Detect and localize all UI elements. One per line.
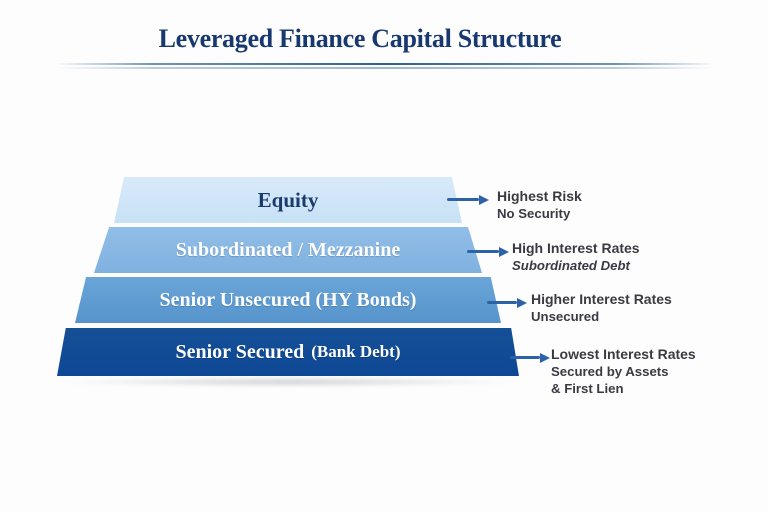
annotation-equity: Highest Risk No Security — [497, 188, 582, 222]
annotation-line: Higher Interest Rates — [531, 291, 672, 307]
arrow-right-icon — [467, 246, 509, 257]
annotation-line: Unsecured — [531, 309, 600, 324]
title-divider-line-secondary — [55, 67, 715, 69]
annotation-line: Lowest Interest Rates — [551, 346, 696, 362]
annotation-subordinated-mezzanine: High Interest Rates Subordinated Debt — [512, 240, 640, 274]
annotation-line: Highest Risk — [497, 188, 582, 204]
arrow-head — [499, 246, 509, 257]
arrow-right-icon — [487, 297, 527, 308]
arrow-right-icon — [510, 352, 550, 363]
pyramid-base-shadow — [62, 377, 514, 387]
arrow-head — [517, 297, 527, 308]
annotation-senior-secured: Lowest Interest Rates Secured by Assets … — [551, 346, 696, 397]
annotation-line: High Interest Rates — [512, 240, 640, 256]
layer-label-equity: Equity — [257, 187, 319, 212]
arrow-shaft — [447, 198, 479, 201]
pyramid-layer-senior-secured: Senior Secured (Bank Debt) — [57, 328, 519, 376]
arrow-head — [479, 194, 489, 205]
layer-label-subordinated-mezzanine: Subordinated / Mezzanine — [175, 238, 401, 261]
annotation-senior-unsecured: Higher Interest Rates Unsecured — [531, 291, 672, 325]
arrow-right-icon — [447, 194, 489, 205]
arrow-head — [540, 352, 550, 363]
annotation-line: & First Lien — [551, 381, 624, 396]
pyramid-layer-equity: Equity — [114, 177, 462, 223]
annotation-line: No Security — [497, 206, 571, 221]
page-title: Leveraged Finance Capital Structure — [158, 24, 562, 53]
layer-sublabel-bank-debt: (Bank Debt) — [311, 342, 401, 361]
annotation-line: Subordinated Debt — [512, 258, 630, 273]
arrow-shaft — [487, 301, 517, 304]
pyramid-layer-senior-unsecured: Senior Unsecured (HY Bonds) — [75, 277, 501, 323]
layer-label-senior-secured: Senior Secured — [175, 340, 305, 363]
arrow-shaft — [510, 356, 540, 359]
layer-label-senior-unsecured: Senior Unsecured (HY Bonds) — [159, 288, 417, 311]
title-divider-line — [55, 63, 715, 65]
arrow-shaft — [467, 250, 499, 253]
annotation-line: Secured by Assets — [551, 364, 669, 379]
pyramid-layer-subordinated-mezzanine: Subordinated / Mezzanine — [94, 227, 482, 273]
